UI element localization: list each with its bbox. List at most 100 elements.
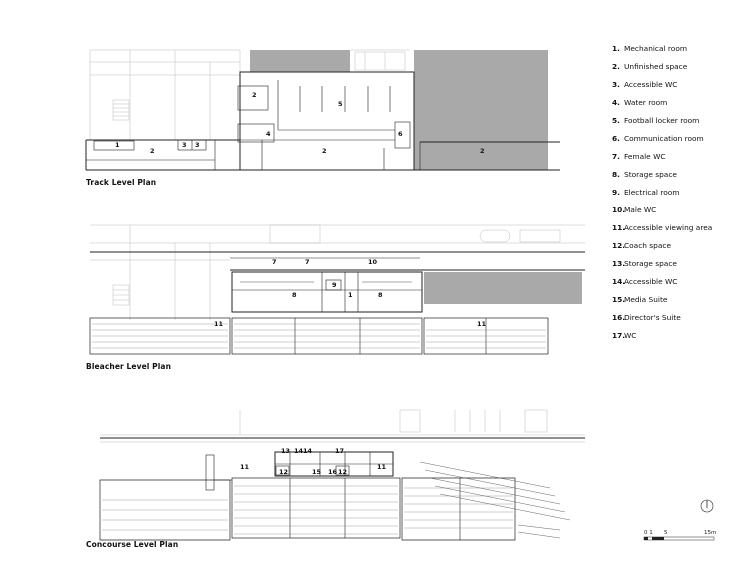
legend-number: 16. (612, 312, 626, 322)
legend-item: 16.Director's Suite (612, 308, 747, 326)
room-number: 8 (292, 291, 297, 299)
room-number: 7 (305, 258, 310, 266)
legend-label: Coach space (624, 241, 671, 251)
scale-label: 15m (704, 530, 716, 536)
legend-number: 3. (612, 80, 620, 90)
room-number: 2 (480, 147, 485, 155)
legend-label: Storage space (624, 259, 677, 269)
legend-number: 1. (612, 44, 620, 54)
legend-number: 8. (612, 169, 620, 179)
bleacher-seating (89, 317, 549, 355)
legend-label: Football locker room (624, 116, 700, 125)
legend-item: 10.Male WC (612, 201, 747, 219)
legend-number: 6. (612, 133, 620, 143)
legend-label: Communication room (624, 133, 704, 143)
room-number: 13 (281, 447, 290, 455)
legend-number: 5. (612, 116, 620, 125)
plan-title: Concourse Level Plan (86, 540, 179, 549)
room-number: 6 (398, 130, 403, 138)
room-number: 3 (182, 141, 187, 149)
legend-number: 17. (612, 330, 626, 340)
room-number: 9 (332, 281, 337, 289)
legend-number: 13. (612, 259, 626, 269)
legend-item: 6. Communication room (612, 129, 747, 147)
scale-bar: 0 1 5 15m (643, 530, 716, 541)
scale-label: 0 1 (644, 530, 653, 536)
room-number: 7 (272, 258, 277, 266)
north-arrow-icon (700, 499, 714, 513)
legend-label: Unfinished space (624, 62, 688, 72)
legend-item: 5. Football locker room (612, 112, 747, 130)
legend-label: Female WC (624, 151, 666, 161)
scale-label: 5 (664, 530, 668, 536)
legend-label: Water room (624, 98, 668, 108)
room-number: 2 (322, 147, 327, 155)
concourse-seating (99, 454, 571, 541)
legend-label: Accessible WC (624, 80, 678, 90)
legend-label: Electrical room (624, 187, 680, 197)
track-room-numbers: 1 2 3 3 2 4 5 6 2 2 (115, 91, 485, 155)
room-number: 4 (266, 130, 271, 138)
room-number: 14 (303, 447, 313, 455)
bleacher-level-plan: 7 7 10 8 9 1 8 11 11 (89, 224, 585, 355)
legend-label: Male WC (624, 205, 657, 215)
room-number: 11 (377, 463, 387, 471)
legend-label: Mechanical room (624, 44, 688, 54)
legend-number: 11. (612, 223, 626, 233)
room-number: 11 (214, 320, 224, 328)
concourse-room-numbers: 13 14 14 17 11 12 15 16 12 11 (240, 447, 387, 476)
room-number: 14 (294, 447, 304, 455)
legend-number: 7. (612, 151, 620, 161)
room-number: 15 (312, 468, 322, 476)
legend-number: 15. (612, 294, 626, 304)
room-number: 1 (115, 141, 120, 149)
hatched-mass (250, 50, 350, 72)
room-number: 1 (348, 291, 353, 299)
room-number: 11 (240, 463, 250, 471)
context-lines (90, 224, 585, 320)
room-number: 3 (195, 141, 200, 149)
legend-item: 9. Electrical room (612, 183, 747, 201)
room-number: 5 (338, 100, 343, 108)
room-number: 12 (338, 468, 347, 476)
room-number: 16 (328, 468, 338, 476)
legend: 1. Mechanical room 2. Unfinished space 3. Acc… (612, 40, 747, 344)
legend-number: 4. (612, 98, 620, 108)
room-number: 10 (368, 258, 378, 266)
legend-item: 14.Accessible WC (612, 273, 747, 291)
room-number: 17 (335, 447, 344, 455)
room-number: 11 (477, 320, 487, 328)
legend-item: 17.WC (612, 326, 747, 344)
legend-item: 12.Coach space (612, 237, 747, 255)
legend-label: WC (624, 330, 637, 340)
context-lines (100, 409, 585, 443)
legend-label: Media Suite (624, 294, 668, 304)
room-number: 8 (378, 291, 383, 299)
legend-label: Accessible viewing area (624, 223, 713, 233)
legend-number: 12. (612, 241, 626, 251)
legend-label: Director's Suite (624, 312, 681, 322)
legend-item: 3. Accessible WC (612, 76, 747, 94)
hatched-mass (414, 50, 548, 170)
legend-item: 8. Storage space (612, 165, 747, 183)
hatched-mass (424, 272, 582, 304)
legend-item: 4. Water room (612, 94, 747, 112)
room-number: 2 (252, 91, 257, 99)
track-level-plan: 1 2 3 3 2 4 5 6 2 2 (85, 49, 560, 171)
legend-number: 10. (612, 205, 626, 215)
plan-title: Bleacher Level Plan (86, 362, 172, 371)
legend-number: 9. (612, 187, 620, 197)
legend-item: 11.Accessible viewing area (612, 219, 747, 237)
legend-item: 7. Female WC (612, 147, 747, 165)
legend-label: Storage space (624, 169, 677, 179)
legend-item: 1. Mechanical room (612, 40, 747, 58)
legend-number: 14. (612, 277, 626, 287)
room-number: 12 (279, 468, 288, 476)
legend-number: 2. (612, 62, 620, 72)
legend-label: Accessible WC (624, 277, 678, 287)
room-number: 2 (150, 147, 155, 155)
plan-title: Track Level Plan (86, 178, 157, 187)
legend-item: 13.Storage space (612, 255, 747, 273)
legend-item: 2. Unfinished space (612, 58, 747, 76)
